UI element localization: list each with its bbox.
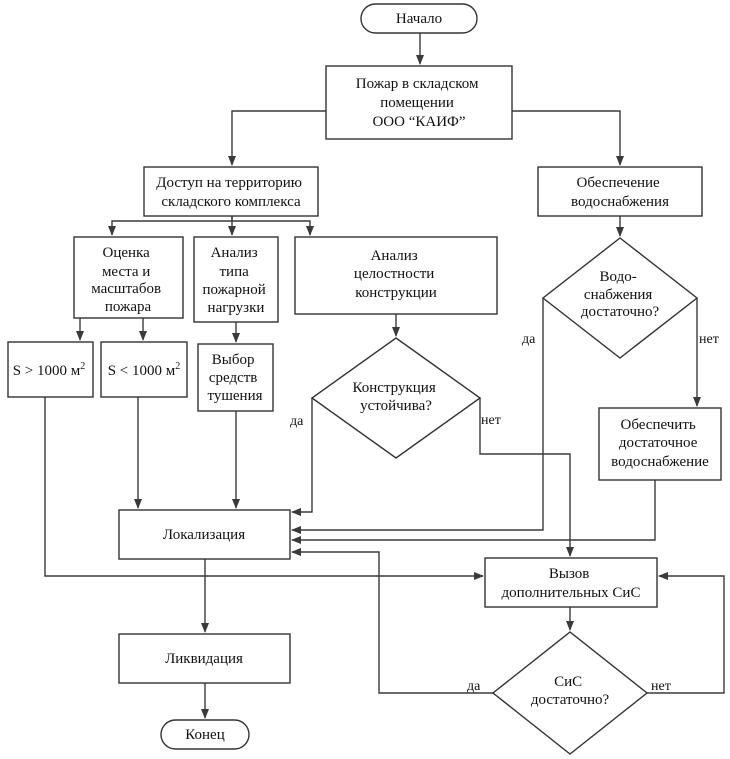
svg-text:Обеспечить достаточное: Обеспечить достаточное водоснабжение (611, 417, 709, 470)
svg-text:Оценка места и мас: Оценка места и масштабов пожара (91, 245, 165, 315)
connectors (44, 33, 725, 719)
sis-line-1: СиС (554, 674, 582, 690)
water-box: Обеспечение водоснабжения (537, 166, 703, 217)
fire-line-3: ООО “КАИФ” (372, 114, 465, 130)
call-box: Вызов дополнительных СиС (484, 557, 658, 608)
localization-box: Локализация (118, 509, 291, 560)
water-ok-line-3: достаточно? (581, 304, 660, 320)
means-line-2: средств (209, 370, 258, 386)
fire-line-2: помещении (380, 95, 454, 111)
s-small-exp: 2 (175, 361, 180, 372)
access-box: Доступ на территорию складского комплекс… (143, 166, 319, 217)
structure-line-1: Анализ (371, 248, 418, 264)
load-line-4: нагрузки (208, 300, 265, 316)
assess-line-2: места и (102, 264, 150, 280)
end-node: Конец (160, 719, 250, 750)
label-water-no: нет (699, 332, 719, 347)
arrow-stable-no (479, 398, 574, 557)
liquidation-label: Ликвидация (165, 651, 243, 667)
access-line-1: Доступ на территорию (156, 175, 302, 191)
stable-line-2: устойчива? (360, 398, 432, 414)
label-sis-yes: да (467, 679, 481, 694)
load-line-1: Анализ (211, 245, 258, 261)
arrow-sbig-call (44, 397, 484, 580)
load-box: Анализ типа пожарной нагрузки (193, 236, 279, 323)
ensure-line-3: водоснабжение (611, 454, 709, 470)
means-line-3: тушения (207, 388, 262, 404)
localization-label: Локализация (163, 527, 245, 543)
arrow-stable-yes (291, 398, 313, 516)
call-line-1: Вызов (549, 566, 590, 582)
label-stable-no: нет (481, 413, 501, 428)
load-line-2: типа (219, 264, 249, 280)
arrow-water-yes (291, 298, 544, 534)
arrow-ensure-localization (291, 480, 656, 544)
water-ok-line-2: снабжения (584, 287, 652, 303)
access-line-2: складского комплекса (161, 194, 301, 210)
s-small-label: S < 1000 м (108, 363, 176, 379)
load-line-3: пожарной (203, 282, 266, 298)
structure-line-3: конструкции (355, 285, 437, 301)
label-sis-no: нет (651, 679, 671, 694)
structure-box: Анализ целостности конструкции (294, 236, 498, 315)
arrow-fire-water (512, 110, 624, 166)
assess-line-1: Оценка (102, 245, 150, 261)
start-node: Начало (360, 3, 478, 34)
svg-text:СиС достаточно?: СиС достаточно? (531, 674, 610, 708)
branch-labels: да нет да нет да нет (290, 332, 719, 694)
start-label: Начало (396, 11, 442, 27)
svg-text:Пожар в складском помеще: Пожар в складском помещении ООО “КАИФ” (356, 76, 482, 130)
svg-text:Конструкция устойчива?: Конструкция устойчива? (353, 380, 440, 414)
ensure-line-2: достаточное (619, 435, 698, 451)
stable-line-1: Конструкция (353, 380, 436, 396)
label-water-yes: да (522, 332, 536, 347)
arrow-access-structure (232, 220, 314, 236)
svg-text:S > 1000 м2: S > 1000 м2 (13, 361, 86, 379)
structure-line-2: целостности (354, 266, 434, 282)
assess-line-4: пожара (105, 299, 152, 315)
s-small-box: S < 1000 м2 (100, 341, 188, 398)
s-big-box: S > 1000 м2 (7, 341, 94, 398)
arrow-sis-yes (291, 548, 493, 694)
arrow-access-assess (108, 216, 233, 236)
svg-text:S < 1000 м2: S < 1000 м2 (108, 361, 181, 379)
sis-decision: СиС достаточно? (491, 631, 649, 755)
assess-line-3: масштабов (91, 281, 161, 297)
ensure-line-1: Обеспечить (621, 417, 696, 433)
means-line-1: Выбор (212, 352, 255, 368)
fire-line-1: Пожар в складском (356, 76, 479, 92)
label-stable-yes: да (290, 414, 304, 429)
water-line-2: водоснабжения (571, 194, 669, 210)
svg-text:Обеспечение водоснабжени: Обеспечение водоснабжения (571, 175, 669, 210)
svg-text:Анализ целостности: Анализ целостности конструкции (354, 248, 438, 301)
fire-box: Пожар в складском помещении ООО “КАИФ” (325, 65, 513, 140)
liquidation-box: Ликвидация (118, 633, 291, 684)
s-big-exp: 2 (80, 361, 85, 372)
water-ok-line-1: Водо- (600, 269, 637, 285)
arrow-fire-access (228, 110, 326, 166)
svg-text:Вызов дополнительных СиС: Вызов дополнительных СиС (502, 566, 641, 601)
svg-text:Выбор средств туше: Выбор средств тушения (207, 352, 262, 404)
sis-line-2: достаточно? (531, 692, 610, 708)
stable-decision: Конструкция устойчива? (310, 337, 482, 459)
means-box: Выбор средств тушения (197, 343, 274, 412)
end-label: Конец (185, 727, 224, 743)
svg-text:Доступ на территорию скл: Доступ на территорию складского комплекс… (156, 175, 305, 210)
assess-box: Оценка места и масштабов пожара (73, 236, 184, 319)
svg-text:Водо- снабжения до: Водо- снабжения достаточно? (581, 269, 660, 320)
s-big-label: S > 1000 м (13, 363, 81, 379)
water-line-1: Обеспечение (577, 175, 661, 191)
water-decision: Водо- снабжения достаточно? (541, 237, 699, 359)
ensure-water-box: Обеспечить достаточное водоснабжение (598, 407, 722, 481)
arrow-sis-no (647, 572, 725, 694)
svg-text:Анализ типа пожарн: Анализ типа пожарной нагрузки (203, 245, 270, 316)
call-line-2: дополнительных СиС (502, 585, 641, 601)
